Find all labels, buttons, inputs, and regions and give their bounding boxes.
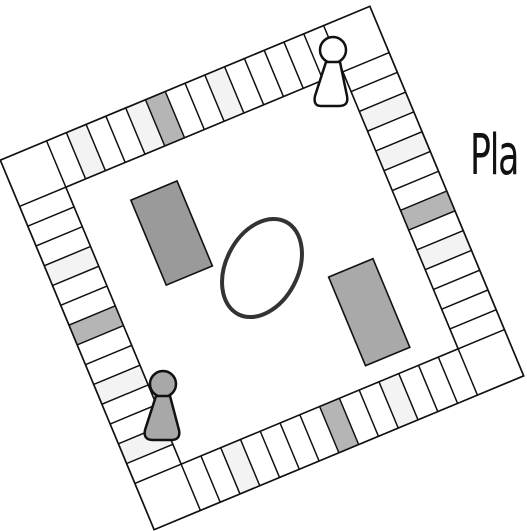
- game-board: [0, 6, 523, 529]
- white-pawn-head: [320, 37, 346, 63]
- board-title-text: Pla: [470, 128, 518, 184]
- gray-pawn-head: [150, 371, 176, 397]
